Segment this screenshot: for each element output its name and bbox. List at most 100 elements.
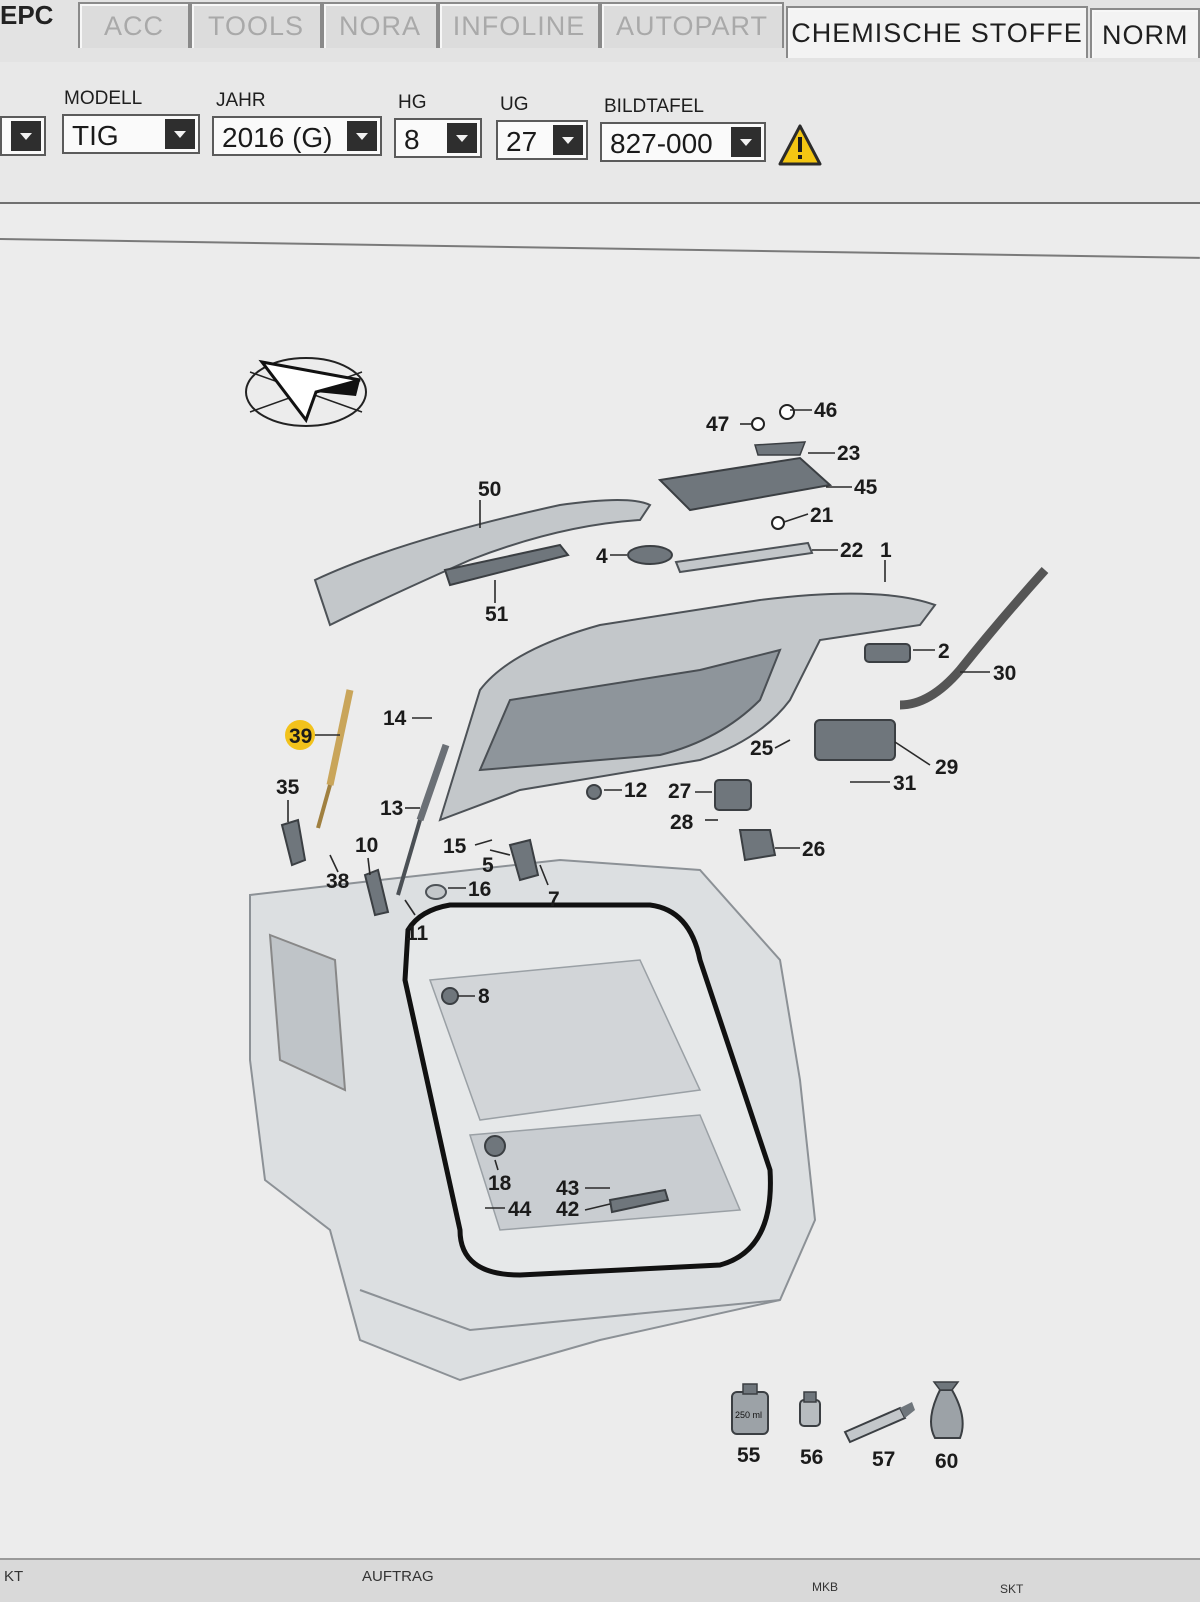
callout-39[interactable]: 39 <box>289 725 312 748</box>
callout-15[interactable]: 15 <box>443 835 467 858</box>
callout-1[interactable]: 1 <box>880 539 892 562</box>
callout-14[interactable]: 14 <box>383 707 407 730</box>
callout-42[interactable]: 42 <box>556 1198 579 1221</box>
callout-35[interactable]: 35 <box>276 776 300 799</box>
screw[interactable] <box>779 404 795 420</box>
callout-44[interactable]: 44 <box>508 1198 532 1221</box>
callout-7[interactable]: 7 <box>548 888 560 911</box>
cap[interactable] <box>425 884 447 900</box>
cover-plate[interactable] <box>657 456 833 512</box>
vehicle-rear-body <box>249 858 817 1382</box>
tab-acc[interactable]: ACC <box>78 2 190 48</box>
hinge-left[interactable] <box>280 818 307 867</box>
chevron-down-icon[interactable] <box>447 123 477 153</box>
callout-28[interactable]: 28 <box>670 811 694 834</box>
footer-mkb[interactable]: MKB <box>812 1580 839 1594</box>
callout-55[interactable]: 55 <box>737 1444 761 1467</box>
clip[interactable] <box>441 987 459 1005</box>
drain-hose[interactable] <box>899 566 1049 710</box>
footer-auftrag[interactable]: AUFTRAG <box>362 1568 434 1585</box>
seal-strip[interactable] <box>674 541 814 574</box>
hinge-center[interactable] <box>363 868 390 917</box>
nut[interactable] <box>771 516 785 530</box>
striker[interactable] <box>738 829 777 862</box>
hg-label: HG <box>398 92 427 113</box>
callout-13[interactable]: 13 <box>380 797 403 820</box>
bottle[interactable] <box>799 1391 821 1427</box>
brake-light[interactable] <box>443 543 570 587</box>
chevron-down-icon[interactable] <box>11 121 41 151</box>
container-250ml[interactable]: 250 ml <box>731 1383 769 1435</box>
buffer[interactable] <box>754 441 807 456</box>
grommet[interactable] <box>484 1135 506 1157</box>
callout-4[interactable]: 4 <box>596 545 608 568</box>
callout-2[interactable]: 2 <box>938 640 950 663</box>
roof-spoiler[interactable] <box>313 499 652 627</box>
callout-5[interactable]: 5 <box>482 854 494 877</box>
callout-12[interactable]: 12 <box>624 779 647 802</box>
warning-icon[interactable] <box>778 124 822 166</box>
jahr-select[interactable]: 2016 (G) <box>212 116 382 156</box>
bump-stop[interactable] <box>586 784 602 800</box>
callout-8[interactable]: 8 <box>478 985 490 1008</box>
handle[interactable] <box>864 643 911 663</box>
hg-select[interactable]: 8 <box>394 118 482 158</box>
callout-46[interactable]: 46 <box>814 399 837 422</box>
tab-norm[interactable]: NORM <box>1090 8 1200 58</box>
callout-16[interactable]: 16 <box>468 878 491 901</box>
hg-value: 8 <box>404 124 420 155</box>
gas-strut-highlighted[interactable] <box>316 689 354 829</box>
footer-left: KT <box>4 1568 24 1585</box>
chevron-down-icon[interactable] <box>731 127 761 157</box>
tube[interactable] <box>843 1402 915 1444</box>
ug-select[interactable]: 27 <box>496 120 588 160</box>
callout-10[interactable]: 10 <box>355 834 378 857</box>
callout-60[interactable]: 60 <box>935 1450 958 1473</box>
tab-nora[interactable]: NORA <box>322 2 438 48</box>
bag[interactable] <box>930 1381 964 1439</box>
tab-bar: EPC ACC TOOLS NORA INFOLINE AUTOPART CHE… <box>0 0 1200 64</box>
callout-57[interactable]: 57 <box>872 1448 895 1471</box>
callout-26[interactable]: 26 <box>802 838 825 861</box>
marke-select[interactable] <box>0 116 46 156</box>
callout-47[interactable]: 47 <box>706 413 729 436</box>
gas-strut[interactable] <box>396 743 450 896</box>
callout-25[interactable]: 25 <box>750 737 774 760</box>
callout-31[interactable]: 31 <box>893 772 917 795</box>
footer-right: SKT <box>1000 1582 1024 1596</box>
hinge-right[interactable] <box>508 838 540 882</box>
bildtafel-select[interactable]: 827-000 <box>600 122 766 162</box>
parts-diagram: 46 47 23 45 21 22 1 4 50 51 2 30 29 31 2… <box>245 357 1049 1473</box>
callout-38[interactable]: 38 <box>326 870 350 893</box>
modell-select[interactable]: TIG <box>62 114 200 154</box>
tab-chemische-stoffe[interactable]: CHEMISCHE STOFFE <box>786 6 1088 58</box>
tab-tools[interactable]: TOOLS <box>190 2 322 48</box>
callout-21[interactable]: 21 <box>810 504 834 527</box>
callout-43[interactable]: 43 <box>556 1177 579 1200</box>
lock-actuator[interactable] <box>814 719 896 761</box>
callout-22[interactable]: 22 <box>840 539 863 562</box>
callout-51[interactable]: 51 <box>485 603 509 626</box>
orientation-arrow-icon <box>245 357 367 427</box>
callout-29[interactable]: 29 <box>935 756 958 779</box>
callout-18[interactable]: 18 <box>488 1172 512 1195</box>
callout-11[interactable]: 11 <box>406 922 429 945</box>
tab-autopart[interactable]: AUTOPART <box>600 2 784 48</box>
jahr-value: 2016 (G) <box>222 122 333 153</box>
callout-50[interactable]: 50 <box>478 478 501 501</box>
callout-45[interactable]: 45 <box>854 476 878 499</box>
chevron-down-icon[interactable] <box>347 121 377 151</box>
striker-plate[interactable] <box>608 1188 670 1214</box>
chevron-down-icon[interactable] <box>165 119 195 149</box>
callout-labels: 46 47 23 45 21 22 1 4 50 51 2 30 29 31 2… <box>276 399 1016 1221</box>
latch[interactable] <box>714 779 752 811</box>
emblem[interactable] <box>627 545 673 565</box>
clip-top[interactable] <box>751 417 765 431</box>
highlight-marker <box>285 720 315 750</box>
callout-56[interactable]: 56 <box>800 1446 823 1469</box>
tab-infoline[interactable]: INFOLINE <box>438 2 600 48</box>
chevron-down-icon[interactable] <box>553 125 583 155</box>
callout-30[interactable]: 30 <box>993 662 1016 685</box>
callout-27[interactable]: 27 <box>668 780 691 803</box>
callout-23[interactable]: 23 <box>837 442 860 465</box>
